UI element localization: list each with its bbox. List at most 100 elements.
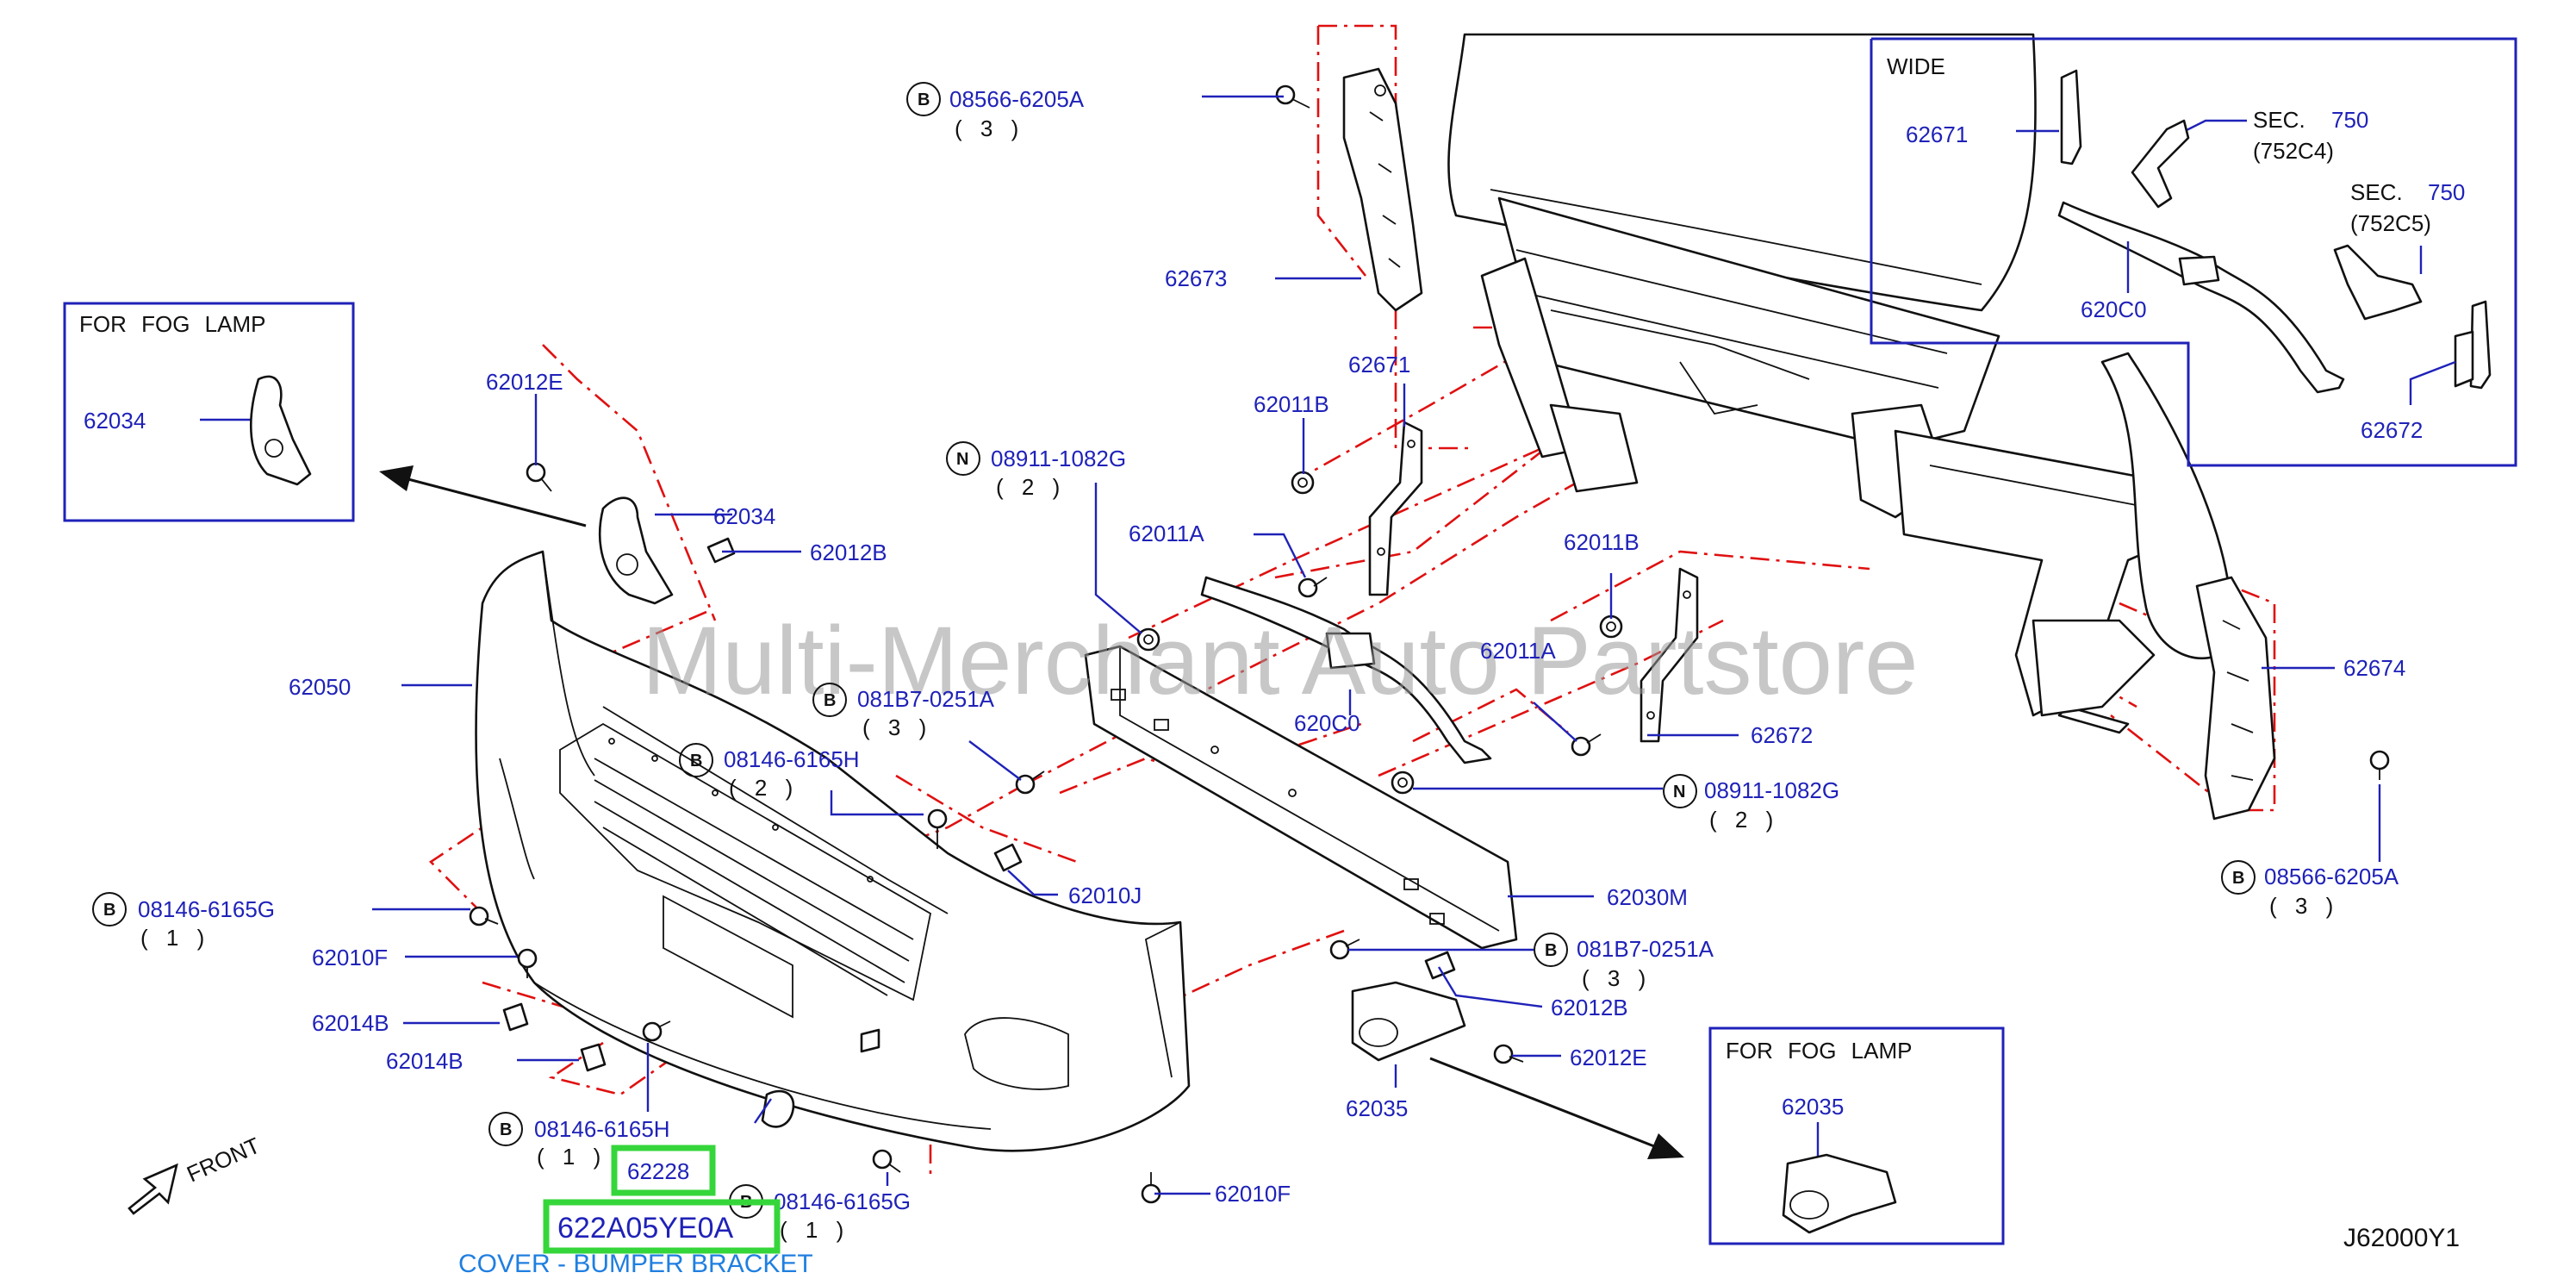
callout-c11-part: 081B7-0251A — [857, 686, 995, 712]
inset-fog-lamp-left: FOR FOG LAMP 62034 — [63, 302, 355, 522]
inset-left-part: 62034 — [84, 408, 146, 434]
callout-c30: B 08146-6165H ( 1 ) — [488, 1112, 670, 1170]
callout-c05-part: 08911-1082G — [991, 446, 1126, 471]
callout-c13-part: 62011B — [1564, 529, 1640, 555]
callout-c05-prefix: N — [956, 450, 968, 469]
callout-c22: B 08146-6165G ( 1 ) — [92, 892, 275, 951]
callout-c05: N 08911-1082G ( 2 ) — [946, 441, 1126, 500]
callout-c11: B 081B7-0251A ( 3 ) — [812, 683, 995, 740]
callout-c23-part: 62010F — [312, 945, 388, 970]
callout-c30-part: 08146-6165H — [534, 1116, 670, 1142]
callout-c24-qty: ( 3 ) — [1582, 965, 1646, 991]
callout-c17-part: 08146-6165H — [724, 746, 860, 772]
small-clips — [502, 537, 1456, 1128]
callout-c12-part: 620C0 — [1294, 710, 1360, 736]
callout-labels: B 08566-6205A ( 3 ) 62673 62671 62011B N… — [92, 82, 2405, 1219]
callout-c03-part: 62671 — [1348, 352, 1410, 377]
callout-c25-part: 62014B — [312, 1010, 389, 1036]
callout-c01-part: 08566-6205A — [949, 86, 1085, 112]
callout-c29-part: 62035 — [1346, 1095, 1408, 1121]
watermark: Multi-Merchant Auto Partstore — [642, 607, 1918, 714]
fasteners — [469, 84, 2390, 1204]
callout-c08-part: 62034 — [713, 503, 775, 529]
highlight-caption: COVER - BUMPER BRACKET — [458, 1250, 813, 1278]
inset-wide-sec1-ref: (752C4) — [2253, 138, 2334, 164]
callout-c15-part: 62672 — [1751, 722, 1813, 748]
callout-c01: B 08566-6205A ( 3 ) — [906, 82, 1085, 141]
callout-c18-prefix: N — [1673, 783, 1685, 802]
fog-lamp-bracket-62035 — [1351, 981, 1466, 1062]
callout-c21-part: 62030M — [1607, 884, 1688, 910]
callout-c04-part: 62011B — [1254, 391, 1329, 417]
front-direction-arrow: FRONT — [128, 1132, 264, 1215]
callout-c01-qty: ( 3 ) — [955, 115, 1018, 141]
highlight-part-number[interactable]: 622A05YE0A — [557, 1212, 733, 1245]
vehicle-body-outline — [1447, 33, 2234, 734]
bracket-62673 — [1342, 67, 1423, 312]
callout-c19-prefix: B — [2232, 869, 2244, 888]
callout-c18-qty: ( 2 ) — [1709, 807, 1773, 833]
callout-c22-qty: ( 1 ) — [140, 925, 204, 951]
callout-c19-qty: ( 3 ) — [2269, 893, 2333, 919]
front-label: FRONT — [183, 1132, 264, 1188]
inset-left-title: FOR FOG LAMP — [79, 311, 265, 337]
inset-wide-sec1-num: 750 — [2331, 107, 2368, 133]
callout-c30-prefix: B — [500, 1120, 512, 1139]
inset-wide-sec1-label: SEC. — [2253, 107, 2305, 133]
callout-c02-part: 62673 — [1165, 265, 1227, 291]
callout-c30-qty: ( 1 ) — [537, 1144, 600, 1170]
inset-wide-sec2-ref: (752C5) — [2350, 210, 2431, 236]
callout-c10-part: 62050 — [289, 674, 351, 700]
inset-wide: WIDE 62671 SEC. 750 (752C4) SEC. 750 (75… — [1870, 37, 2517, 467]
inset-right-part: 62035 — [1782, 1094, 1844, 1120]
wire-620C0 — [1200, 576, 1492, 764]
callout-c20-part: 62010J — [1068, 883, 1142, 908]
callout-c11-qty: ( 3 ) — [862, 714, 926, 740]
highlight-small-part[interactable]: 62228 — [627, 1158, 689, 1184]
inset-wide-p2: 620C0 — [2081, 296, 2147, 322]
callout-c27-part: 62014B — [386, 1048, 464, 1074]
reinforcement-62030M — [1084, 645, 1518, 950]
callout-c19: B 08566-6205A ( 3 ) — [2221, 860, 2399, 919]
callout-c24-prefix: B — [1545, 941, 1557, 960]
callout-c17-qty: ( 2 ) — [729, 775, 793, 801]
callout-c22-prefix: B — [103, 901, 115, 920]
highlighted-part[interactable]: 62228 622A05YE0A ( 1 ) COVER - BUMPER BR… — [458, 1145, 843, 1278]
stay-62671 — [1368, 421, 1423, 596]
callout-c06-part: 62011A — [1129, 521, 1204, 546]
inset-wide-sec2-label: SEC. — [2350, 179, 2403, 205]
inset-fog-lamp-right: FOR FOG LAMP 62035 — [1708, 1026, 2005, 1245]
callout-c09-part: 62012B — [810, 540, 887, 565]
callout-c01-prefix: B — [918, 90, 930, 109]
callout-c31-part: 08146-6165G — [774, 1189, 911, 1214]
bracket-62674 — [2195, 576, 2276, 820]
fog-lamp-bracket-62034 — [598, 496, 674, 605]
callout-c26-part: 62012B — [1551, 995, 1628, 1020]
inset-right-title: FOR FOG LAMP — [1726, 1038, 1912, 1064]
callout-c32-part: 62010F — [1215, 1181, 1291, 1207]
highlight-qty: ( 1 ) — [780, 1217, 843, 1243]
callout-c28-part: 62012E — [1570, 1045, 1647, 1070]
callout-c24: B 081B7-0251A ( 3 ) — [1534, 933, 1714, 991]
callout-c11-prefix: B — [824, 691, 836, 710]
inset-wide-title: WIDE — [1887, 53, 1945, 79]
inset-wide-sec2-num: 750 — [2428, 179, 2465, 205]
inset-wide-p3: 62672 — [2361, 417, 2423, 443]
arrow-to-left-inset — [379, 465, 587, 527]
leader-lines — [372, 95, 2381, 1195]
callout-c24-part: 081B7-0251A — [1577, 936, 1714, 962]
arrow-to-right-inset — [1429, 1057, 1684, 1159]
diagram-code: J62000Y1 — [2343, 1224, 2460, 1252]
callout-c14-part: 62011A — [1480, 638, 1556, 664]
callout-c16-part: 62674 — [2343, 655, 2405, 681]
stay-62672 — [1640, 567, 1699, 743]
callout-c19-part: 08566-6205A — [2264, 864, 2399, 889]
callout-c22-part: 08146-6165G — [138, 896, 275, 922]
inset-wide-p1: 62671 — [1906, 122, 1968, 147]
callout-c07-part: 62012E — [486, 369, 563, 395]
callout-c18-part: 08911-1082G — [1704, 777, 1839, 803]
callout-c17: B 08146-6165H ( 2 ) — [679, 743, 860, 801]
callout-c17-prefix: B — [690, 752, 702, 771]
callout-c05-qty: ( 2 ) — [996, 474, 1060, 500]
